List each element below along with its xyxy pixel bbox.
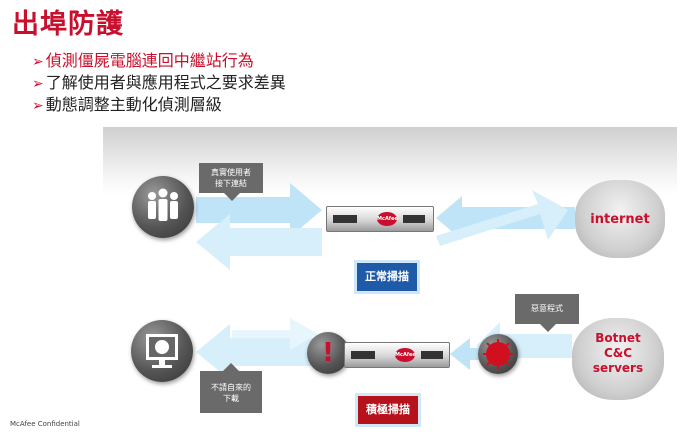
arrow-user-to-server [196, 183, 322, 237]
mcafee-logo-icon: McAfee [377, 212, 398, 226]
page-title: 出埠防護 [12, 9, 124, 40]
bullet-text: 了解使用者與應用程式之要求差異 [45, 73, 286, 92]
alert-node: ! [307, 332, 349, 374]
bullet-item: ➢偵測僵屍電腦連回中繼站行為 [32, 47, 254, 71]
label-normal-scan: 正常掃描 [357, 263, 417, 291]
bullet-item: ➢動態調整主動化偵測層級 [32, 91, 222, 115]
botnet-cloud [572, 318, 664, 400]
callout-unsolicited-download: 不請自來的 下載 [200, 371, 262, 413]
users-node [132, 176, 194, 238]
internet-cloud [575, 180, 665, 258]
callout-malware: 惡意程式 [515, 294, 579, 324]
bullet-arrow-icon: ➢ [32, 54, 44, 70]
bullet-text: 動態調整主動化偵測層級 [45, 95, 222, 114]
arrow-server-to-internet [436, 190, 568, 246]
bullet-item: ➢了解使用者與應用程式之要求差異 [32, 69, 286, 93]
arrow-host-to-server [232, 318, 318, 350]
mcafee-logo-icon: McAfee [395, 348, 416, 362]
bullet-arrow-icon: ➢ [32, 98, 44, 114]
callout-tip [224, 193, 240, 201]
virus-icon [483, 339, 513, 369]
server-appliance-bottom: McAfee [344, 342, 450, 368]
callout-user-click: 真實使用者 接下連結 [199, 163, 263, 193]
malware-node [478, 334, 518, 374]
footer-confidential: McAfee Confidential [10, 420, 80, 428]
callout-tip [223, 363, 239, 371]
diagram-background-band [103, 127, 677, 195]
bullet-text: 偵測僵屍電腦連回中繼站行為 [45, 51, 254, 70]
alert-icon: ! [322, 338, 334, 368]
host-node [131, 320, 193, 382]
label-aggressive-scan: 積極掃描 [358, 396, 418, 424]
server-appliance-top: McAfee [326, 206, 434, 232]
bullet-arrow-icon: ➢ [32, 76, 44, 92]
internet-label: internet [590, 212, 650, 227]
botnet-label: Botnet C&C servers [592, 331, 644, 375]
arrow-server-to-user [196, 214, 322, 270]
monitor-icon [146, 334, 178, 368]
callout-tip [540, 324, 556, 332]
users-icon [148, 188, 178, 221]
